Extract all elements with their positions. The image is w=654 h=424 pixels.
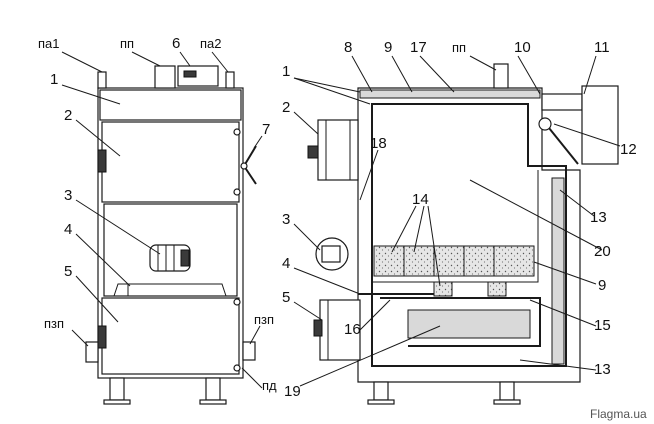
ash-door (313, 299, 361, 361)
label-11: 11 (594, 39, 610, 56)
leg-foot (367, 399, 395, 405)
label-pzp-right: пзп (254, 312, 274, 327)
label-1-section: 1 (282, 63, 290, 80)
lower-door-handle (97, 325, 107, 358)
section-leader-lines (293, 55, 621, 387)
front-leader-lines (61, 51, 263, 389)
label-4: 4 (64, 221, 72, 238)
control-display (183, 70, 197, 78)
label-20: 20 (594, 243, 611, 260)
top-insulation (359, 89, 541, 99)
watermark: Flagma.ua (590, 407, 647, 421)
label-5-section: 5 (282, 289, 290, 306)
label-19: 19 (284, 383, 301, 400)
leg-foot (103, 399, 131, 405)
label-pa2: па2 (200, 36, 222, 51)
lower-door (101, 297, 240, 375)
label-14: 14 (412, 191, 429, 208)
label-13-lower: 13 (594, 361, 611, 378)
label-7: 7 (262, 121, 270, 138)
front-view: па1 пп 6 па2 1 2 7 3 4 5 пзп пзп пд (38, 35, 277, 405)
leg-foot (199, 399, 227, 405)
sand-dividers (403, 246, 495, 276)
brick (433, 281, 453, 297)
damper (538, 117, 579, 165)
label-5: 5 (64, 263, 72, 280)
hinge-bolt (233, 298, 241, 306)
label-1: 1 (50, 71, 58, 88)
hinge-bolt (233, 364, 241, 372)
label-10: 10 (514, 39, 531, 56)
label-16: 16 (344, 321, 361, 338)
leg (499, 381, 515, 401)
label-17: 17 (410, 39, 427, 56)
side-connector-right (242, 341, 256, 361)
outer-shell (357, 87, 581, 383)
hinge-bolt (233, 128, 241, 136)
connector-pa1 (97, 71, 107, 89)
firebox-wall (371, 170, 539, 283)
label-4-section: 4 (282, 255, 290, 272)
label-6: 6 (172, 35, 180, 52)
hinge-bolt (233, 188, 241, 196)
label-12: 12 (620, 141, 637, 158)
fan (315, 237, 349, 271)
label-15: 15 (594, 317, 611, 334)
lower-duct (380, 297, 541, 347)
brick (487, 281, 507, 297)
label-2: 2 (64, 107, 72, 124)
label-18: 18 (370, 135, 387, 152)
flue-pipe (493, 63, 509, 89)
label-9-top: 9 (384, 39, 392, 56)
label-pd: пд (262, 378, 277, 393)
label-13-upper: 13 (590, 209, 607, 226)
label-3-section: 3 (282, 211, 290, 228)
label-pa1: па1 (38, 36, 60, 51)
ash-tray (113, 283, 227, 297)
section-view: 8 9 17 пп 10 11 1 2 18 12 3 14 13 20 4 9… (282, 39, 637, 405)
chimney-outlet (541, 85, 619, 165)
side-connector-left (85, 341, 99, 363)
label-pzp-left: пзп (44, 316, 64, 331)
label-2-section: 2 (282, 99, 290, 116)
sand-bed (373, 245, 535, 277)
leg-foot (493, 399, 521, 405)
leg (109, 377, 125, 401)
label-8: 8 (344, 39, 352, 56)
flue-outlet (154, 65, 176, 89)
leg (373, 381, 389, 401)
ash-chamber-insert (407, 309, 531, 339)
connector-pa2 (225, 71, 235, 89)
lever-7 (240, 145, 257, 185)
label-pp: пп (120, 36, 134, 51)
loading-door (307, 119, 359, 181)
top-panel (99, 89, 242, 121)
upper-door-handle (97, 149, 107, 182)
label-3: 3 (64, 187, 72, 204)
label-pp-section: пп (452, 40, 466, 55)
leg (205, 377, 221, 401)
fan-motor (149, 244, 191, 272)
label-9-lower: 9 (598, 277, 606, 294)
upper-door (101, 121, 240, 203)
